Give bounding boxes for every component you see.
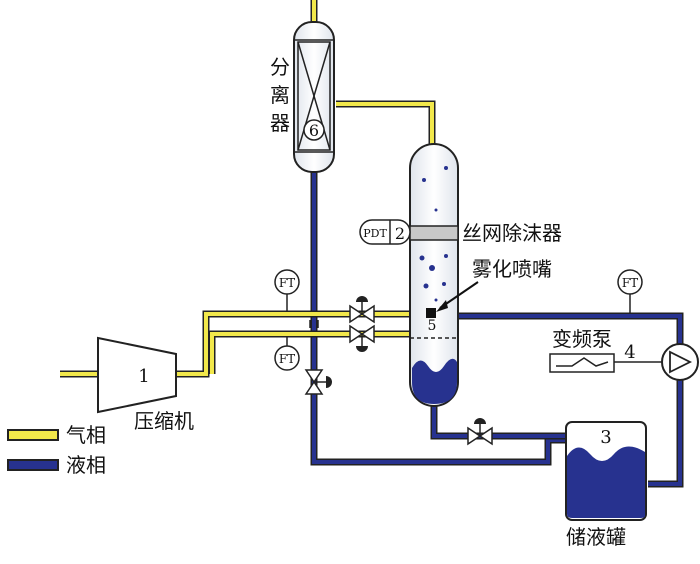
- gas-line-valve-upper: [349, 296, 375, 324]
- demister-number: 2: [395, 224, 405, 243]
- separator-number: 6: [309, 121, 319, 140]
- separator-drain-valve: [304, 369, 332, 395]
- separator-label-2: 离: [270, 83, 290, 107]
- pdt-instrument: PDT 2: [359, 219, 411, 245]
- tank-label: 储液罐: [566, 525, 626, 549]
- legend-liquid-label: 液相: [66, 453, 106, 477]
- pdt-label: PDT: [363, 227, 387, 240]
- legend: 气相 液相: [7, 423, 106, 477]
- separator-label-1: 分: [270, 55, 290, 79]
- pump-number: 4: [624, 342, 635, 363]
- legend-gas: 气相: [7, 423, 106, 447]
- gas-line-valve-lower: [349, 324, 375, 352]
- nozzle-label: 雾化喷嘴: [472, 257, 552, 281]
- legend-liquid: 液相: [7, 453, 106, 477]
- compressor-number: 1: [138, 366, 149, 387]
- variable-frequency-pump: 4: [549, 342, 699, 381]
- ft-lower-gas: FT: [274, 336, 300, 371]
- separator-label-3: 器: [270, 111, 290, 135]
- separator-vessel: 6: [293, 21, 335, 173]
- column-bottom-to-tank-pipe: [430, 406, 568, 440]
- legend-gas-label: 气相: [66, 423, 106, 447]
- ft-label-lower: FT: [279, 352, 295, 366]
- demister-label: 丝网除沫器: [462, 221, 562, 245]
- ft-label-liquid: FT: [622, 276, 638, 290]
- gas-pipes: [60, 0, 436, 378]
- compressor: 1: [97, 336, 177, 414]
- ft-upper-gas: FT: [274, 269, 300, 312]
- ft-label-upper: FT: [279, 276, 295, 290]
- column-number: 5: [428, 318, 437, 334]
- pump-label: 变频泵: [552, 327, 612, 351]
- ft-liquid: FT: [617, 269, 643, 314]
- tank-inlet-valve: [467, 418, 493, 446]
- tank-number: 3: [600, 427, 611, 448]
- compressor-label: 压缩机: [134, 409, 194, 433]
- liquid-pipes: [310, 170, 684, 488]
- spray-column: 5: [409, 143, 459, 407]
- storage-tank: 3: [565, 421, 647, 521]
- column-to-separator-pipe: [336, 100, 436, 148]
